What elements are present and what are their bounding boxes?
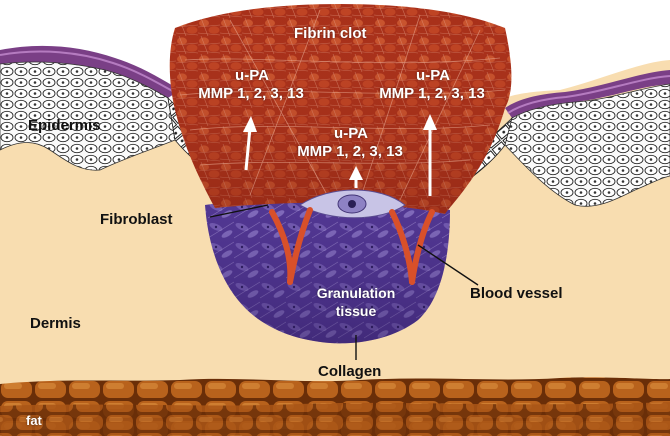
fibrin-clot-label: Fibrin clot (294, 26, 367, 41)
dermis-label: Dermis (30, 316, 81, 331)
fibroblast-label: Fibroblast (100, 212, 173, 227)
mmp-label-center: MMP 1, 2, 3, 13 (285, 144, 415, 159)
collagen-label: Collagen (318, 364, 381, 379)
mmp-label-left: MMP 1, 2, 3, 13 (186, 86, 316, 101)
upa-label-right: u-PA (378, 68, 488, 83)
granulation-label-line2: tissue (306, 304, 406, 318)
fat-label: fat (26, 414, 42, 427)
upa-label-left: u-PA (197, 68, 307, 83)
upa-label-center: u-PA (296, 126, 406, 141)
blood-vessel-label: Blood vessel (470, 286, 563, 301)
granulation-label-line1: Granulation (306, 286, 406, 300)
epidermis-label: Epidermis (28, 118, 101, 133)
mmp-label-right: MMP 1, 2, 3, 13 (367, 86, 497, 101)
fat-layer-lower (0, 402, 670, 436)
